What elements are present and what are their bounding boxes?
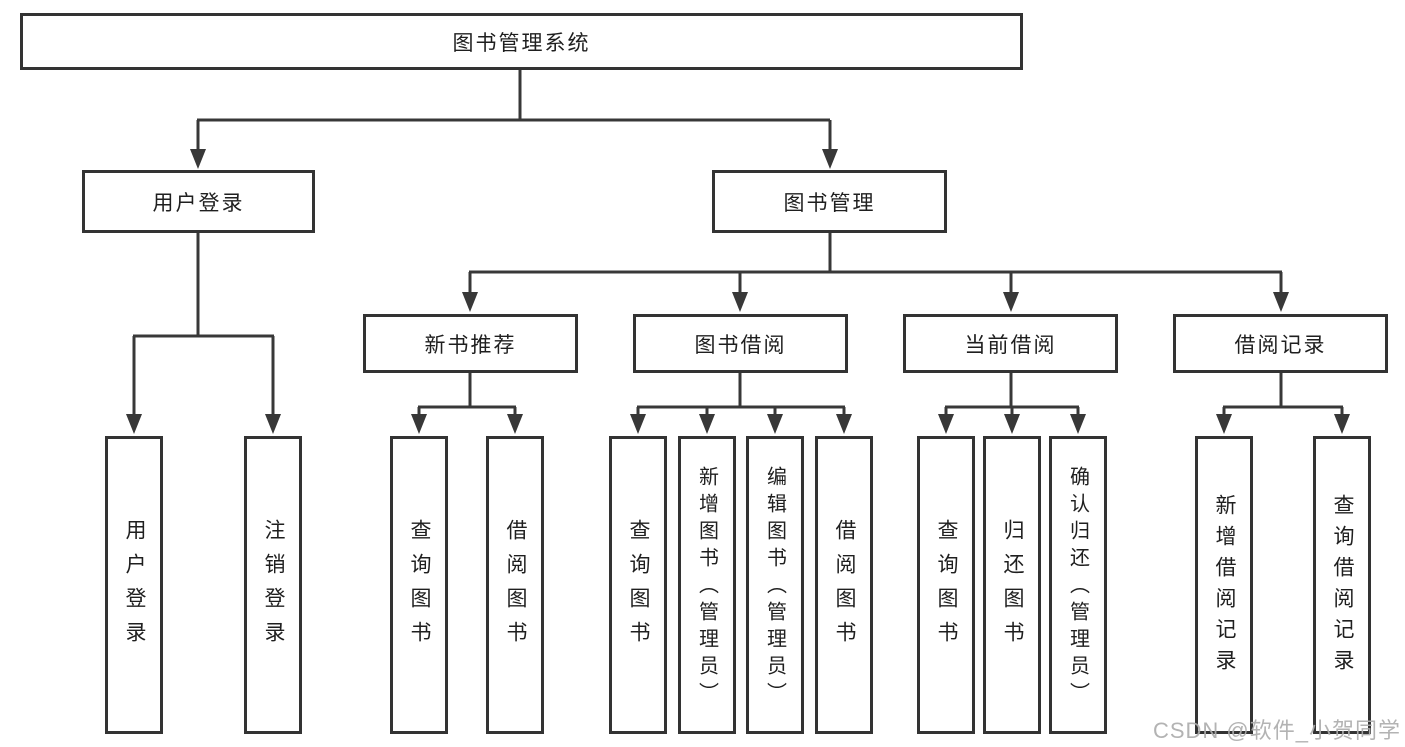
node-book-borrow: 图书借阅 — [633, 314, 848, 373]
leaf-add-borrow-record: 新增借阅记录 — [1195, 436, 1253, 734]
leaf-query-books-3: 查询图书 — [917, 436, 975, 734]
node-new-book-recommend: 新书推荐 — [363, 314, 578, 373]
leaf-logout: 注销登录 — [244, 436, 302, 734]
node-borrow-records: 借阅记录 — [1173, 314, 1388, 373]
connector-currentborrow-to-children — [944, 373, 1080, 417]
connector-userlogin-to-children — [132, 233, 275, 417]
leaf-borrow-books-1: 借阅图书 — [486, 436, 544, 734]
leaf-query-borrow-record: 查询借阅记录 — [1313, 436, 1371, 734]
leaf-edit-book-admin: 编辑图书（管理员） — [746, 436, 804, 734]
leaf-user-login: 用户登录 — [105, 436, 163, 734]
connector-records-to-children — [1222, 373, 1344, 417]
leaf-query-books-2: 查询图书 — [609, 436, 667, 734]
node-root: 图书管理系统 — [20, 13, 1023, 70]
node-current-borrow: 当前借阅 — [903, 314, 1118, 373]
node-user-login: 用户登录 — [82, 170, 315, 233]
arrowheads — [126, 149, 1350, 434]
connector-root-to-level2 — [196, 70, 832, 152]
leaf-return-book: 归还图书 — [983, 436, 1041, 734]
leaf-query-books-1: 查询图书 — [390, 436, 448, 734]
leaf-borrow-books-2: 借阅图书 — [815, 436, 873, 734]
connector-bookmgmt-to-sections — [468, 233, 1283, 295]
leaf-add-book-admin: 新增图书（管理员） — [678, 436, 736, 734]
watermark: CSDN @软件_小贺同学 — [1152, 718, 1401, 743]
connector-bookborrow-to-children — [636, 373, 846, 417]
leaf-confirm-return-admin: 确认归还（管理员） — [1049, 436, 1107, 734]
connector-newbook-to-children — [417, 373, 517, 417]
node-book-management: 图书管理 — [712, 170, 947, 233]
